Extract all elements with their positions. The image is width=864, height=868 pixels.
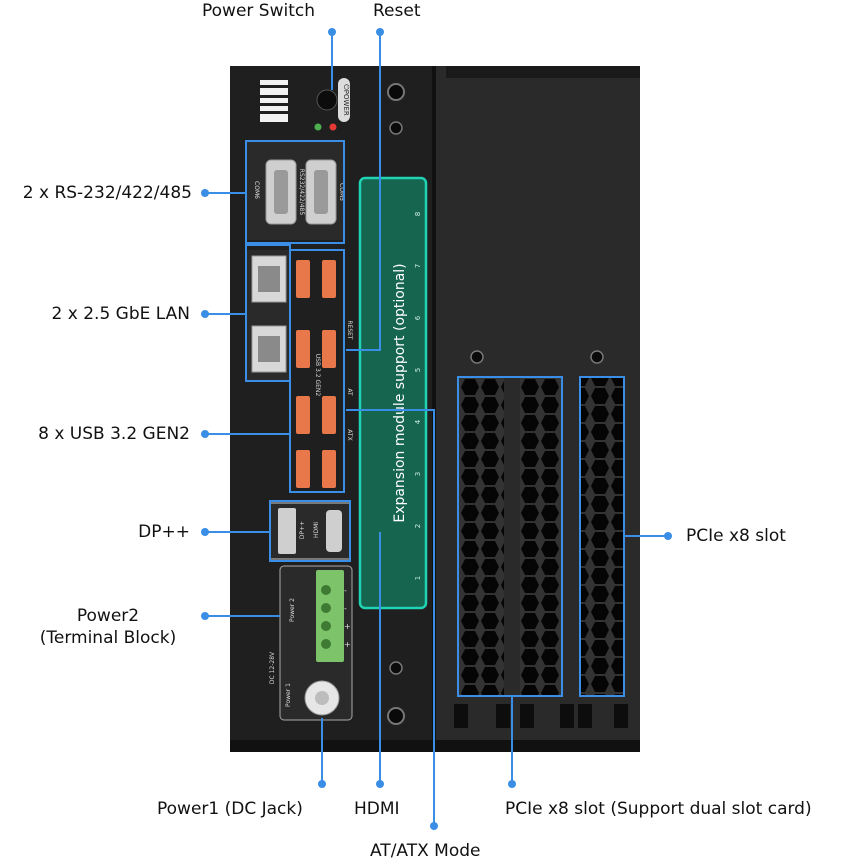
callout-rs232: 2 x RS-232/422/485 xyxy=(22,183,192,203)
leader-dots xyxy=(201,28,672,830)
terminal-block-icon xyxy=(316,570,344,662)
terminal-mark-2: - xyxy=(344,604,347,613)
display-ports xyxy=(269,502,351,560)
callout-dp: DP++ xyxy=(138,522,190,542)
callout-power-switch: Power Switch xyxy=(202,1,316,21)
hdmi-text: HDMI xyxy=(313,522,320,538)
usb-ports xyxy=(296,260,336,488)
callout-reset: Reset xyxy=(373,1,421,21)
com5-text: COM5 xyxy=(338,183,345,201)
atx-text: ATX xyxy=(346,429,353,440)
callout-lan: 2 x 2.5 GbE LAN xyxy=(51,304,190,324)
expansion-number-8: 8 xyxy=(414,212,422,216)
callout-hdmi: HDMI xyxy=(354,799,400,819)
terminal-screws xyxy=(321,585,331,649)
terminal-mark-4: + xyxy=(344,640,351,649)
expansion-slot-numbers: 8 7 6 5 4 3 2 1 xyxy=(414,212,422,580)
screw-icons xyxy=(387,83,604,725)
com-ports xyxy=(246,142,343,240)
reset-text: RESET xyxy=(346,320,353,340)
power1-text: Power 1 xyxy=(285,683,292,707)
expansion-number-3: 3 xyxy=(414,472,422,476)
expansion-number-7: 7 xyxy=(414,264,422,268)
slot-brackets xyxy=(454,704,628,728)
callout-pcie-x8: PCIe x8 slot xyxy=(686,526,786,546)
callout-pcie-dual: PCIe x8 slot (Support dual slot card) xyxy=(505,799,812,819)
terminal-mark-1: - xyxy=(344,586,347,595)
led-green-icon xyxy=(314,123,322,131)
leader-lines xyxy=(205,32,668,826)
dc-text: DC 12-28V xyxy=(269,651,276,684)
expansion-number-5: 5 xyxy=(414,368,422,372)
dp-text: DP++ xyxy=(299,521,306,539)
at-text: AT xyxy=(346,388,353,396)
callout-atatx: AT/ATX Mode xyxy=(370,841,481,861)
callout-power2-line1: Power2 xyxy=(76,606,140,626)
callout-power2-line2: (Terminal Block) xyxy=(39,628,177,648)
expansion-number-2: 2 xyxy=(414,524,422,528)
expansion-number-4: 4 xyxy=(414,419,422,424)
iei-logo xyxy=(260,80,288,122)
expansion-number-1: 1 xyxy=(414,576,422,580)
rs232-text: RS232/422/485 xyxy=(298,169,305,216)
expansion-text: Expansion module support (optional) xyxy=(392,263,408,522)
terminal-mark-3: + xyxy=(344,622,351,631)
com6-text: COM6 xyxy=(253,181,260,199)
power2-text: Power 2 xyxy=(289,598,296,622)
led-red-icon xyxy=(329,123,337,131)
expansion-module-area xyxy=(358,176,428,610)
lan-ports xyxy=(246,250,290,380)
expansion-number-6: 6 xyxy=(414,315,422,320)
power-button-icon[interactable] xyxy=(316,89,338,111)
power-text: ⏻POWER xyxy=(342,84,350,116)
usb-vertical-text: USB 3.2 GEN2 xyxy=(314,354,321,397)
callout-power2: Power2 (Terminal Block) xyxy=(24,605,192,649)
callout-usb: 8 x USB 3.2 GEN2 xyxy=(38,424,190,444)
callout-power1: Power1 (DC Jack) xyxy=(157,799,303,819)
